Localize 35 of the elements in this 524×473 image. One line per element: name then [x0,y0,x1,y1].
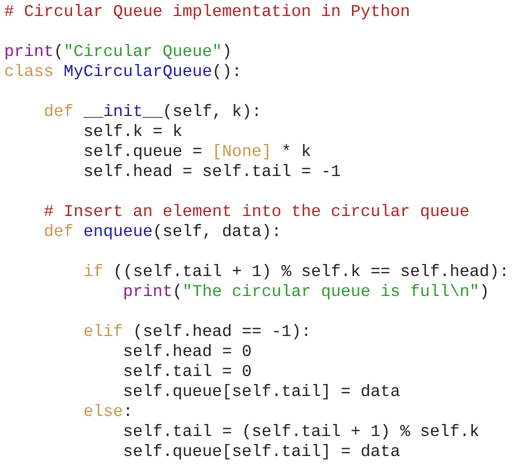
code-text: self.tail = 0 [124,364,251,376]
code-text: (self.head == -1): [136,324,308,340]
string-literal: "Circular Queue" [66,44,220,60]
code-text: * k [283,144,310,156]
function-name: __init__ [83,104,163,118]
code-text: (self, data): [155,224,278,240]
print-keyword: print [6,44,52,60]
code-text: self.queue[self.tail] = data [124,384,400,400]
code-text: (self, k): [165,104,258,120]
string-literal: "The circular queue is full\n" [184,284,478,300]
code-text: ) [224,44,230,60]
keyword: class [5,64,52,76]
function-name: enqueue [84,227,152,240]
code-text: ) [482,284,487,300]
keyword: def [44,224,72,236]
comment: # Insert an element into the circular queue [44,204,468,220]
code-text: self.head = self.tail = -1 [84,164,340,176]
keyword: elif [84,324,122,336]
code-text: : [127,407,129,416]
function-name: MyCircularQueue [64,64,212,80]
keyword: [None] [215,144,268,160]
code-text: self.head = 0 [124,344,251,356]
code-text: self.tail = (self.tail + 1) % self.k [124,424,479,440]
code-text: self.queue[self.tail] = data [124,444,400,460]
print-keyword: print [124,284,171,300]
code-text: (): [214,64,238,80]
keyword: if [84,264,102,276]
code-text: ((self.tail + 1) % self.k == self.head): [116,264,506,280]
keyword: else [84,404,122,416]
comment: # Circular Queue implementation in Python [4,4,409,20]
keyword: def [44,104,72,116]
code-text: self.k = k [84,124,182,136]
code-text: ( [56,44,61,60]
code-text: ( [175,284,180,300]
code-text: self.queue = [84,144,202,160]
